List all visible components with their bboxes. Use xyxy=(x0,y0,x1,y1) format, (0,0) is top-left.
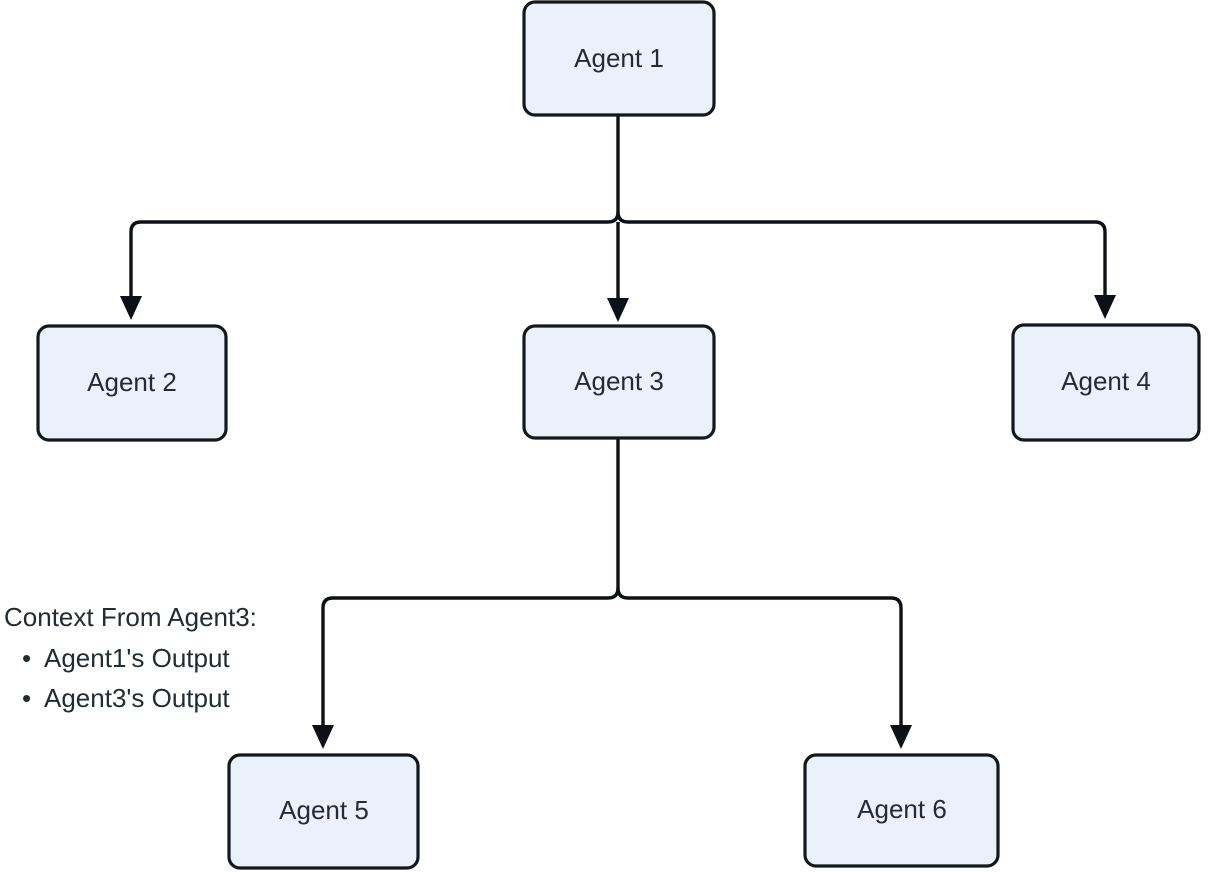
node-agent4[interactable]: Agent 4 xyxy=(1011,323,1201,442)
context-annotation-item-label: Agent1's Output xyxy=(44,643,230,673)
edge-agent1-agent4-arrowhead xyxy=(1094,295,1116,319)
edge-agent3-agent5-path xyxy=(321,596,608,727)
node-agent6-box[interactable] xyxy=(803,753,1000,868)
context-annotation-item: • Agent1's Output xyxy=(22,638,334,678)
edge-agent1-agent2-arrowhead xyxy=(120,296,142,320)
node-agent5-label: Agent 5 xyxy=(279,795,369,825)
edge-agent3-trunk xyxy=(616,438,629,600)
context-annotation-item-label: Agent3's Output xyxy=(44,683,230,713)
edge-agent3-agent6-arrowhead xyxy=(890,725,912,749)
node-agent1-box[interactable] xyxy=(522,0,716,117)
edge-agent1-trunk xyxy=(616,115,629,224)
node-agent2-label: Agent 2 xyxy=(87,367,177,397)
node-agent4-label: Agent 4 xyxy=(1061,366,1151,396)
edge-agent3-trunk-left-flare xyxy=(607,587,620,600)
node-agent5-box[interactable] xyxy=(227,753,420,870)
edge-group-agent1 xyxy=(120,115,1116,322)
context-annotation-list: • Agent1's Output • Agent3's Output xyxy=(4,638,334,718)
context-annotation: Context From Agent3: • Agent1's Output •… xyxy=(4,600,334,718)
edge-agent1-agent2-path xyxy=(129,220,608,298)
edge-agent1-agent4-path xyxy=(628,220,1107,297)
bullet-icon: • xyxy=(22,643,32,673)
edge-agent1-trunk-left-flare xyxy=(607,211,620,224)
node-agent4-box[interactable] xyxy=(1011,323,1201,442)
edge-agent1-agent3-arrowhead xyxy=(607,298,629,322)
bullet-icon: • xyxy=(22,683,32,713)
node-agent3-box[interactable] xyxy=(522,324,716,440)
node-agent2[interactable]: Agent 2 xyxy=(36,324,228,442)
edge-agent3-agent6-path xyxy=(628,596,903,727)
edge-agent3-agent5-arrowhead xyxy=(312,725,334,749)
node-agent1-label: Agent 1 xyxy=(574,43,664,73)
context-annotation-item: • Agent3's Output xyxy=(22,678,334,718)
context-annotation-title: Context From Agent3: xyxy=(4,602,257,632)
node-agent6-label: Agent 6 xyxy=(857,794,947,824)
node-agent3-label: Agent 3 xyxy=(574,366,664,396)
node-agent6[interactable]: Agent 6 xyxy=(803,753,1000,868)
node-agent1[interactable]: Agent 1 xyxy=(522,0,716,117)
edge-group-agent3 xyxy=(312,438,912,749)
node-agent3[interactable]: Agent 3 xyxy=(522,324,716,440)
node-agent2-box[interactable] xyxy=(36,324,228,442)
node-agent5[interactable]: Agent 5 xyxy=(227,753,420,870)
